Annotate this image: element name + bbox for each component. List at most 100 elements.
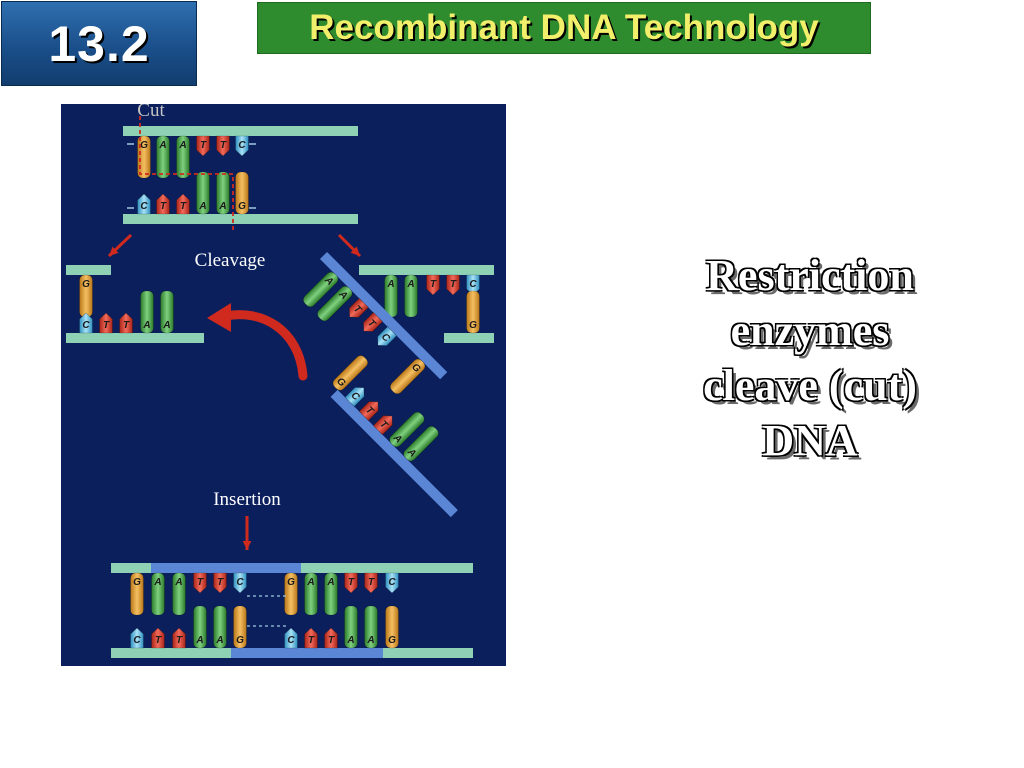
nucleotide-base: C	[284, 627, 298, 649]
nucleotide-base: T	[172, 627, 186, 649]
base-letter: T	[200, 140, 207, 151]
nucleotide-base: T	[426, 274, 440, 296]
base-body	[372, 415, 393, 436]
nucleotide-base: A	[172, 572, 186, 616]
base-letter: A	[158, 140, 166, 151]
nucleotide-base: G	[235, 171, 249, 215]
nucleotide-base: T	[99, 312, 113, 334]
dna-backbone	[359, 265, 494, 275]
nucleotide-base: A	[216, 171, 230, 215]
nucleotide-base: C	[344, 387, 365, 407]
nucleotide-base: A	[317, 285, 353, 322]
nucleotide-base: A	[193, 605, 207, 649]
base-letter: G	[469, 320, 477, 331]
base-letter: T	[450, 279, 457, 290]
arrow-head	[350, 246, 360, 256]
base-letter: T	[217, 577, 224, 588]
base-letter: A	[386, 279, 394, 290]
base-body	[130, 627, 144, 649]
dna-backbone	[123, 214, 358, 224]
base-body	[349, 297, 369, 318]
base-body	[176, 135, 190, 179]
base-letter: A	[142, 320, 150, 331]
base-body	[302, 271, 339, 308]
base-body	[385, 572, 399, 594]
base-body	[344, 572, 358, 594]
arrow-head	[109, 246, 119, 256]
nucleotide-base: G	[233, 605, 247, 649]
base-body	[385, 605, 399, 649]
base-letter: T	[180, 201, 187, 212]
base-body	[160, 290, 174, 334]
base-body	[358, 401, 379, 422]
nucleotide-base: G	[385, 605, 399, 649]
base-letter: A	[174, 577, 182, 588]
nucleotide-base: T	[304, 627, 318, 649]
base-letter: G	[388, 635, 396, 646]
nucleotide-base: A	[156, 135, 170, 179]
base-body	[363, 312, 383, 332]
base-letter: T	[160, 201, 167, 212]
base-letter: T	[430, 279, 437, 290]
base-body	[172, 572, 186, 616]
base-body	[304, 572, 318, 616]
dna-backbone	[111, 563, 151, 573]
dna-backbone	[231, 648, 383, 658]
nucleotide-base: T	[176, 193, 190, 215]
base-body	[284, 572, 298, 616]
nucleotide-base: A	[324, 572, 338, 616]
base-body	[140, 290, 154, 334]
base-letter: T	[123, 320, 130, 331]
cut-label: Cut	[137, 104, 165, 121]
dna-backbone	[301, 563, 473, 573]
base-body	[193, 572, 207, 594]
base-letter: T	[155, 635, 162, 646]
base-letter: T	[328, 635, 335, 646]
insertion-curved-arrow	[207, 303, 308, 381]
cleavage-label: Cleavage	[195, 250, 266, 271]
main-statement-line: cleave (cut)	[703, 361, 917, 410]
base-body	[317, 285, 353, 322]
base-body	[156, 135, 170, 179]
base-letter: T	[368, 577, 375, 588]
base-body	[403, 425, 439, 462]
base-letter: G	[133, 577, 141, 588]
base-body	[233, 605, 247, 649]
direction-arrow	[337, 233, 362, 258]
nucleotide-base: G	[389, 358, 426, 395]
base-letter: T	[348, 577, 355, 588]
nucleotide-base: T	[446, 274, 460, 296]
nucleotide-base: G	[284, 572, 298, 616]
base-body	[213, 605, 227, 649]
nucleotide-base: A	[140, 290, 154, 334]
curved-arrow-head	[207, 303, 231, 332]
base-letter: C	[140, 201, 148, 212]
nucleotide-base: A	[196, 171, 210, 215]
base-letter: A	[215, 635, 223, 646]
nucleotide-base: G	[332, 355, 369, 391]
nucleotide-base: T	[358, 401, 379, 422]
dna-backbone	[123, 126, 358, 136]
curved-arrow-body	[221, 310, 308, 381]
chapter-title: Recombinant DNA Technology	[309, 8, 819, 47]
base-letter: G	[140, 140, 148, 151]
nucleotide-base: C	[385, 572, 399, 594]
base-body	[216, 135, 230, 157]
base-letter: A	[306, 577, 314, 588]
base-body	[426, 274, 440, 296]
dna-backbone	[66, 265, 111, 275]
base-letter: A	[153, 577, 161, 588]
nucleotide-base: G	[137, 135, 151, 179]
base-letter: A	[406, 279, 414, 290]
base-body	[233, 572, 247, 594]
nucleotide-base: A	[304, 572, 318, 616]
insertion-label: Insertion	[213, 489, 281, 510]
dna-backbone	[319, 251, 448, 380]
base-letter: G	[82, 279, 90, 290]
base-letter: G	[236, 635, 244, 646]
figure-background	[61, 104, 506, 666]
main-statement-line: Restriction	[706, 251, 914, 300]
nucleotide-base: T	[372, 415, 393, 436]
